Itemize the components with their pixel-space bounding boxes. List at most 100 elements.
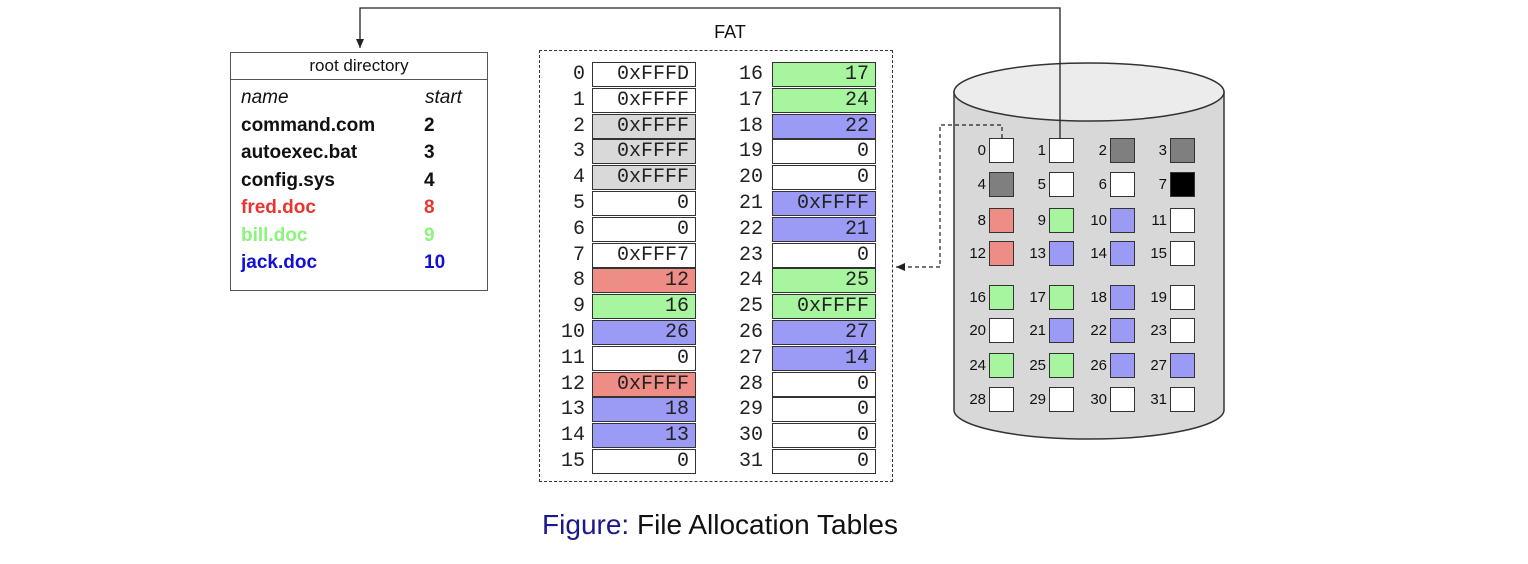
fat-entry-value: 24 — [772, 87, 876, 113]
disk-block — [1170, 208, 1195, 233]
disk-block — [1110, 208, 1135, 233]
disk-block-number: 5 — [1037, 176, 1046, 193]
fat-entry-index: 0 — [572, 63, 585, 86]
column-header-name: name — [241, 87, 289, 108]
fat-entry-value: 0 — [772, 139, 876, 165]
disk-block — [1170, 318, 1195, 343]
fat-entry-index: 24 — [738, 269, 763, 293]
fat-entry-value: 0xFFFF — [592, 165, 696, 191]
disk-block — [1110, 285, 1135, 310]
disk-block-number: 14 — [1090, 245, 1107, 262]
directory-entry: fred.doc 8 — [231, 194, 487, 222]
disk-block — [1110, 387, 1135, 412]
disk-block — [1049, 208, 1074, 233]
disk-block — [1110, 353, 1135, 378]
fat-entry-value: 17 — [772, 62, 876, 87]
fat-entry-index: 2 — [572, 114, 585, 138]
root-directory-pointer-arrow — [356, 7, 1061, 138]
directory-entry-name: jack.doc — [241, 252, 318, 273]
caption-label: Figure: — [542, 509, 630, 540]
disk-block-number: 6 — [1098, 176, 1107, 193]
disk-block-number: 17 — [1029, 289, 1046, 306]
root-directory-title: root directory — [231, 53, 487, 80]
fat-entry-value: 21 — [772, 216, 876, 242]
fat-entry-value: 0 — [772, 165, 876, 191]
disk-block — [1170, 285, 1195, 310]
fat-entry-value: 0 — [772, 423, 876, 449]
disk-block-number: 29 — [1029, 391, 1046, 408]
fat-entry-index: 23 — [738, 243, 763, 267]
fat-entry-index: 5 — [572, 192, 585, 215]
disk-block-number: 19 — [1150, 289, 1167, 306]
disk-block-number: 22 — [1090, 322, 1107, 339]
disk-block — [989, 285, 1014, 310]
disk-block — [1110, 318, 1135, 343]
disk-block-number: 25 — [1029, 357, 1046, 374]
fat-entry-index: 27 — [738, 346, 763, 370]
fat-entry-index: 28 — [738, 372, 763, 396]
fat-entry-index: 10 — [560, 321, 585, 344]
fat-entry-index: 19 — [738, 140, 763, 164]
disk-block — [989, 241, 1014, 266]
directory-entry-start: 3 — [424, 142, 435, 163]
disk-block — [1049, 285, 1074, 310]
fat-entry-value: 18 — [592, 397, 696, 423]
fat-entry-value: 0 — [592, 191, 696, 216]
fat-entry-index: 17 — [738, 88, 763, 112]
disk-block-number: 1 — [1037, 142, 1046, 159]
fat-entry-index: 8 — [572, 269, 585, 293]
fat-entry-index: 29 — [738, 398, 763, 422]
disk-block-number: 24 — [969, 357, 986, 374]
disk-block — [1170, 387, 1195, 412]
directory-entry-name: config.sys — [241, 169, 335, 191]
disk-block — [1110, 241, 1135, 266]
disk-block — [989, 318, 1014, 343]
fat-entry-index: 14 — [560, 424, 585, 448]
fat-pointer-arrow — [896, 124, 1003, 271]
column-header-start: start — [425, 87, 462, 108]
fat-entry-value: 0 — [592, 449, 696, 474]
disk-block-number: 4 — [977, 176, 986, 193]
fat-entry-index: 18 — [738, 114, 763, 138]
directory-entry-start: 2 — [424, 114, 435, 136]
disk-block-number: 30 — [1090, 391, 1107, 408]
figure-caption: Figure: File Allocation Tables — [0, 509, 1440, 541]
fat-entry-index: 20 — [738, 166, 763, 190]
caption-text: File Allocation Tables — [636, 509, 898, 540]
disk-block-number: 28 — [969, 391, 986, 408]
fat-entry-index: 16 — [738, 63, 763, 86]
directory-entry-name: fred.doc — [241, 197, 316, 218]
disk-block-number: 2 — [1098, 142, 1107, 159]
disk-block — [1049, 318, 1074, 343]
fat-entry-index: 6 — [572, 217, 585, 241]
fat-entry-index: 1 — [572, 88, 585, 112]
disk-block-number: 23 — [1150, 322, 1167, 339]
directory-entry-start: 8 — [424, 197, 435, 218]
fat-entry-value: 0 — [772, 449, 876, 474]
disk-block-number: 7 — [1158, 176, 1167, 193]
disk-block — [1110, 138, 1135, 163]
disk-block-number: 20 — [969, 322, 986, 339]
fat-entry-index: 25 — [738, 295, 763, 319]
disk-block — [989, 172, 1014, 197]
disk-block-number: 9 — [1037, 212, 1046, 229]
disk-block-number: 16 — [969, 289, 986, 306]
directory-entry: command.com 2 — [231, 112, 487, 140]
disk-block-number: 0 — [977, 142, 986, 159]
disk-block-number: 12 — [969, 245, 986, 262]
fat-entry-index: 26 — [738, 321, 763, 344]
disk-block — [989, 208, 1014, 233]
directory-entry-name: command.com — [241, 114, 376, 136]
fat-entry-value: 0xFFFF — [592, 87, 696, 113]
fat-entry-value: 0xFFFF — [592, 371, 696, 397]
fat-entry-value: 0 — [772, 397, 876, 423]
disk-block-number: 13 — [1029, 245, 1046, 262]
disk-block-number: 27 — [1150, 357, 1167, 374]
fat-entry-value: 13 — [592, 423, 696, 449]
disk-block — [1170, 241, 1195, 266]
fat-entry-index: 9 — [572, 295, 585, 319]
